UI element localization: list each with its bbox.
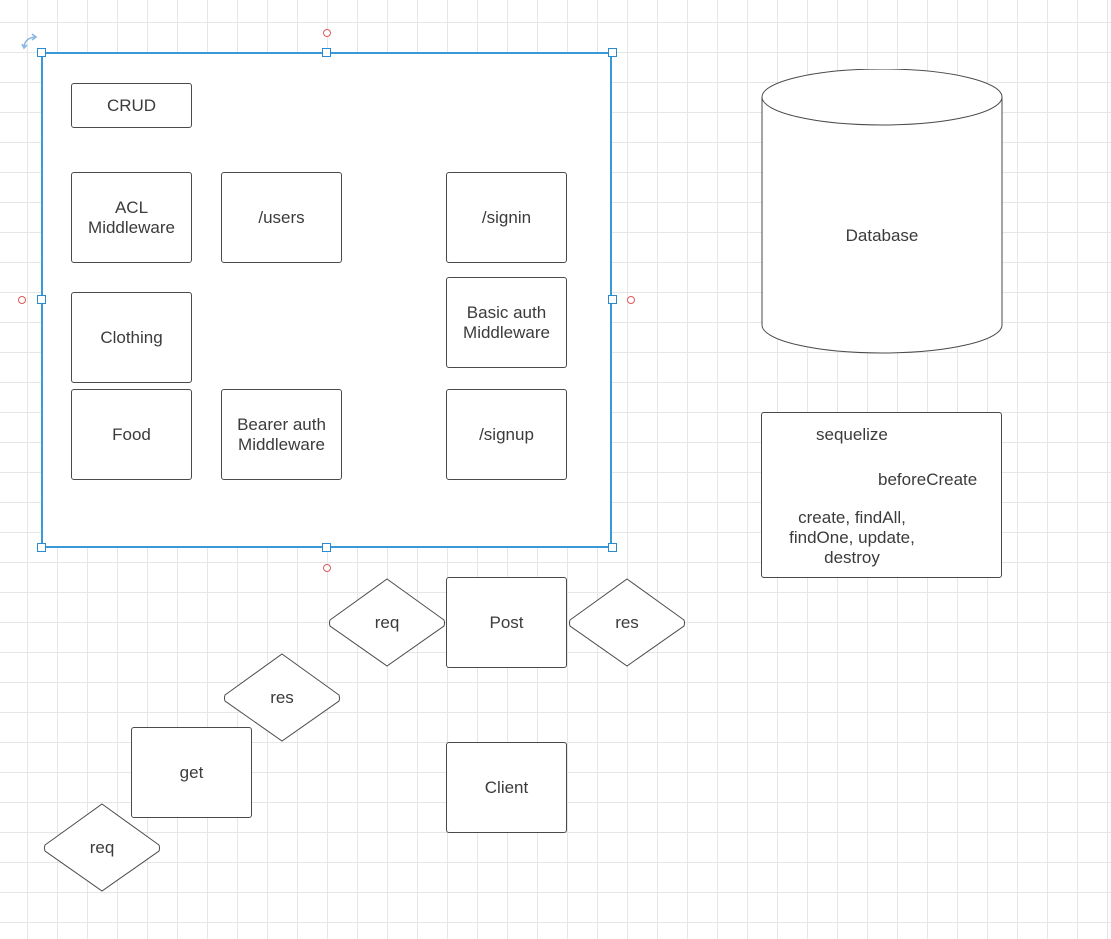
- diamond-label: res: [615, 613, 639, 632]
- req-diamond-bottom[interactable]: req: [43, 803, 161, 893]
- database-cylinder[interactable]: [760, 69, 1004, 355]
- resize-handle-middle-right[interactable]: [608, 295, 617, 304]
- sequelize-hook: beforeCreate: [878, 470, 978, 489]
- users-route-box[interactable]: /users: [221, 172, 342, 263]
- get-box[interactable]: get: [131, 727, 252, 818]
- client-box[interactable]: Client: [446, 742, 567, 833]
- sequelize-methods: create, findAll, findOne, update, destro…: [789, 508, 915, 567]
- resize-handle-bottom-center[interactable]: [322, 543, 331, 552]
- resize-handle-top-right[interactable]: [608, 48, 617, 57]
- signin-route-box[interactable]: /signin: [446, 172, 567, 263]
- database-label: Database: [845, 226, 919, 245]
- diamond-shape: [224, 653, 340, 742]
- crud-box[interactable]: CRUD: [71, 83, 192, 128]
- connection-point-bottom[interactable]: [323, 564, 331, 572]
- acl-middleware-box[interactable]: ACL Middleware: [71, 172, 192, 263]
- connection-point-right[interactable]: [627, 296, 635, 304]
- connection-point-top[interactable]: [323, 29, 331, 37]
- post-box[interactable]: Post: [446, 577, 567, 668]
- diamond-shape: [569, 578, 685, 667]
- res-diamond-right[interactable]: res: [568, 578, 686, 668]
- resize-handle-top-center[interactable]: [322, 48, 331, 57]
- resize-handle-bottom-left[interactable]: [37, 543, 46, 552]
- resize-handle-bottom-right[interactable]: [608, 543, 617, 552]
- sequelize-box[interactable]: sequelize beforeCreate create, findAll, …: [761, 412, 1002, 578]
- diamond-shape: [44, 803, 160, 892]
- diamond-label: req: [374, 613, 400, 632]
- diamond-label: res: [270, 688, 294, 707]
- rotate-icon[interactable]: [21, 33, 41, 51]
- bearer-auth-middleware-box[interactable]: Bearer auth Middleware: [221, 389, 342, 480]
- clothing-box[interactable]: Clothing: [71, 292, 192, 383]
- resize-handle-middle-left[interactable]: [37, 295, 46, 304]
- diamond-label: req: [89, 838, 115, 857]
- diamond-shape: [329, 578, 445, 667]
- resize-handle-top-left[interactable]: [37, 48, 46, 57]
- res-diamond-middle[interactable]: res: [223, 653, 341, 743]
- sequelize-title: sequelize: [816, 425, 888, 444]
- food-box[interactable]: Food: [71, 389, 192, 480]
- basic-auth-middleware-box[interactable]: Basic auth Middleware: [446, 277, 567, 368]
- signup-route-box[interactable]: /signup: [446, 389, 567, 480]
- connection-point-left[interactable]: [18, 296, 26, 304]
- req-diamond-top[interactable]: req: [328, 578, 446, 668]
